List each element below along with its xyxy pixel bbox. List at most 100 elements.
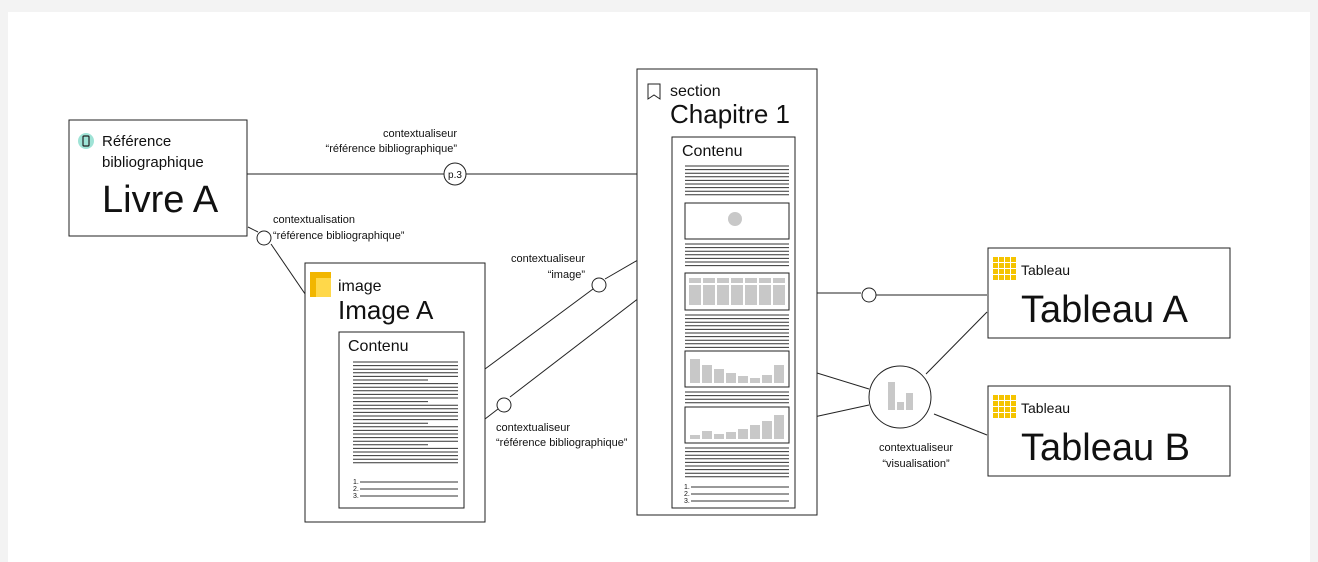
tableau-b-type: Tableau [1021, 400, 1070, 416]
table-icon-cell [1005, 407, 1010, 412]
chart-bar [738, 376, 748, 383]
page-marker-label: p.3 [448, 170, 462, 181]
table-icon [993, 395, 1016, 418]
table-icon-cell [993, 275, 998, 280]
embedded-table-cells [689, 278, 785, 305]
table-icon-cell [999, 269, 1004, 274]
visualisation-icon [888, 382, 913, 410]
table-icon-cell [993, 263, 998, 268]
ref-section-label-2: “référence bibliographique” [326, 143, 458, 155]
image-content-lines [353, 361, 458, 497]
ref-to-image-connector [247, 226, 259, 233]
image-type: image [338, 278, 382, 295]
table-icon-cell [1011, 263, 1016, 268]
ref-image-label-1: contextualisation [273, 214, 355, 226]
table-header-cell [689, 278, 701, 283]
embedded-chart-1-bars [690, 359, 784, 383]
table-icon-cell [993, 401, 998, 406]
tableau-a-link-node[interactable] [861, 287, 877, 303]
chart-bar [774, 365, 784, 383]
chart-bar [762, 421, 772, 439]
table-icon-cell [999, 263, 1004, 268]
table-icon-cell [1011, 275, 1016, 280]
ref-image-label-2: “référence bibliographique” [273, 230, 405, 242]
section-list-marker-3: 3. [684, 498, 690, 505]
tableau-b-to-viz-connector [933, 413, 988, 436]
chart-bar [750, 378, 760, 383]
tableau-b-node[interactable]: Tableau Tableau B [987, 385, 1231, 477]
chart-bar [762, 375, 772, 383]
table-icon-cell [1005, 413, 1010, 418]
chart-bar [702, 431, 712, 439]
reference-type-line1: Référence [102, 133, 171, 150]
table-body-cell [689, 285, 701, 305]
connector-nodes [256, 162, 932, 429]
table-body-cell [731, 285, 743, 305]
table-body-cell [717, 285, 729, 305]
image-node[interactable]: image Image A Contenu 1. 2. 3. [304, 262, 486, 523]
embedded-chart-2 [684, 406, 790, 444]
ref-section-label-1: contextualiseur [383, 128, 457, 140]
table-body-cell [745, 285, 757, 305]
image-list-marker-3: 3. [353, 493, 359, 500]
table-icon-cell [1011, 413, 1016, 418]
chart-bar [774, 415, 784, 439]
image-ref-label-2: “référence bibliographique” [496, 437, 628, 449]
table-icon-cell [999, 401, 1004, 406]
image-link-label-2: “image” [548, 269, 586, 281]
tableau-a-title: Tableau A [1021, 289, 1189, 331]
image-ref-link-node[interactable] [496, 397, 512, 413]
image-to-section-connector-2 [484, 408, 499, 420]
ref-image-link-node[interactable] [256, 230, 272, 246]
reference-type-line2: bibliographique [102, 154, 204, 171]
table-header-cell [717, 278, 729, 283]
table-body-cell [773, 285, 785, 305]
table-icon [993, 257, 1016, 280]
visualisation-node[interactable] [868, 365, 932, 429]
section-type: section [670, 83, 721, 100]
chart-bar [738, 429, 748, 439]
table-icon-cell [1011, 257, 1016, 262]
embedded-chart-2-bars [690, 415, 784, 439]
table-icon-cell [1011, 395, 1016, 400]
table-icon-cell [999, 257, 1004, 262]
visualisation-label-2: “visualisation” [882, 458, 950, 470]
reference-icon [78, 133, 94, 149]
table-icon-cell [1005, 395, 1010, 400]
page-marker-node[interactable] [443, 162, 467, 186]
chart-bar [714, 369, 724, 383]
tableau-b-title: Tableau B [1021, 427, 1190, 469]
table-body-cell [703, 285, 715, 305]
section-title: Chapitre 1 [670, 99, 790, 129]
visualisation-label-1: contextualiseur [879, 442, 953, 454]
image-list-marker-2: 2. [353, 486, 359, 493]
section-node[interactable]: section Chapitre 1 Contenu 1. 2. 3. [636, 68, 818, 516]
image-link-node[interactable] [591, 277, 607, 293]
reference-node[interactable]: Référence bibliographique Livre A [68, 119, 248, 237]
embedded-image-block [684, 202, 790, 240]
chart-bar [726, 373, 736, 383]
table-icon-cell [999, 395, 1004, 400]
chart-bar [750, 425, 760, 439]
section-icon [647, 83, 661, 100]
connector-labels: contextualiseur “référence bibliographiq… [273, 128, 953, 470]
tableau-a-node[interactable]: Tableau Tableau A [987, 247, 1231, 339]
table-icon-cell [993, 269, 998, 274]
tableau-a-type: Tableau [1021, 262, 1070, 278]
section-content-lines [685, 165, 789, 502]
relationship-diagram: p.3 contextualiseur “référence bibliogra… [68, 68, 1231, 523]
diagram-canvas: p.3 contextualiseur “référence bibliogra… [8, 12, 1310, 562]
table-header-cell [731, 278, 743, 283]
embedded-chart-1 [684, 350, 790, 388]
image-link-label-1: contextualiseur [511, 253, 585, 265]
section-content-label: Contenu [682, 143, 743, 160]
table-icon-cell [1011, 407, 1016, 412]
chart-bar [690, 435, 700, 439]
table-icon-cell [1005, 275, 1010, 280]
table-header-cell [759, 278, 771, 283]
chart-bar [726, 432, 736, 439]
image-list-marker-1: 1. [353, 479, 359, 486]
table-icon-cell [999, 413, 1004, 418]
chart-bar [690, 359, 700, 383]
table-icon-cell [999, 275, 1004, 280]
